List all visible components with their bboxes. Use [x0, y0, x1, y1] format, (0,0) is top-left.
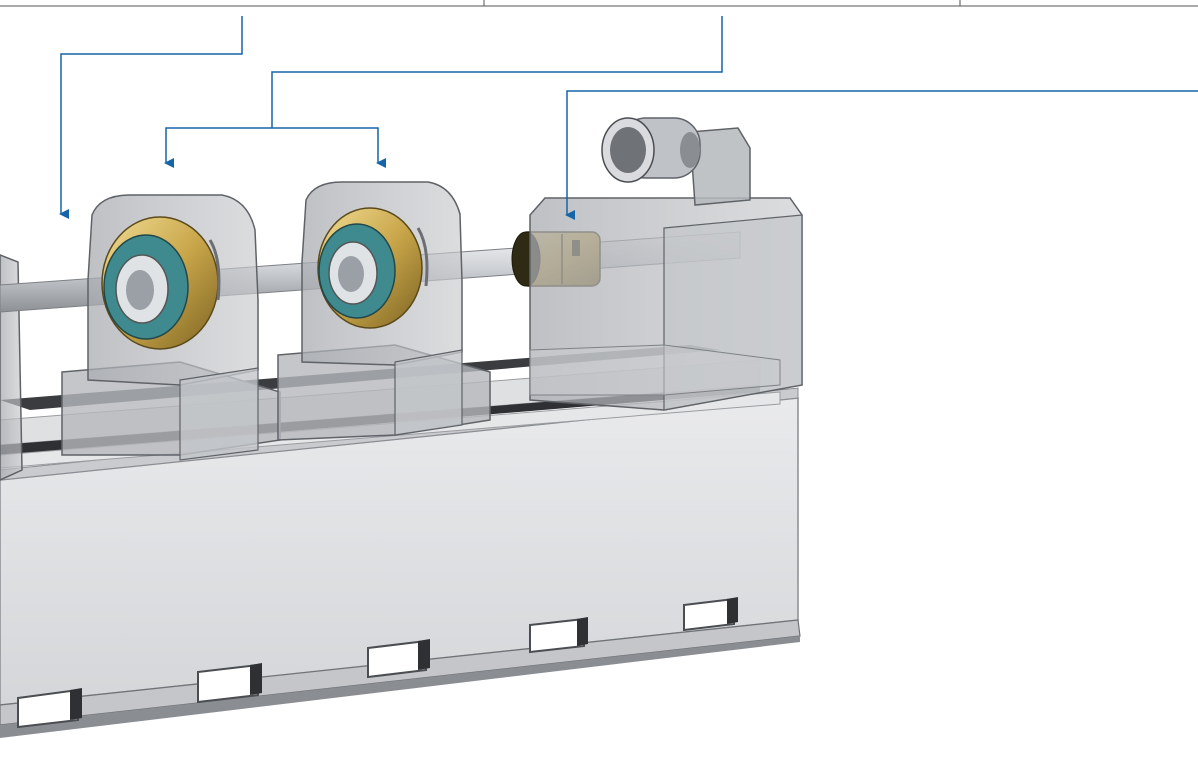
- callout-bearing-blocks: [271, 16, 723, 128]
- callout-leaders: [59, 16, 1198, 220]
- base-slot: [197, 663, 262, 704]
- bearing-block-2: [277, 181, 491, 441]
- callout-shaft: [59, 16, 243, 219]
- callout-coupling: [565, 90, 1198, 220]
- base-slots: [17, 597, 738, 729]
- callout-bearing-block-2: [272, 127, 386, 168]
- base-slot: [529, 617, 588, 654]
- motor-housing: [529, 117, 803, 411]
- frame-lines: [0, 0, 1198, 7]
- bearing-block-1: [61, 194, 281, 461]
- callout-bearing-block-1: [164, 127, 272, 168]
- base-slot: [683, 597, 738, 632]
- base-slot: [17, 688, 82, 729]
- base-slot: [367, 639, 430, 679]
